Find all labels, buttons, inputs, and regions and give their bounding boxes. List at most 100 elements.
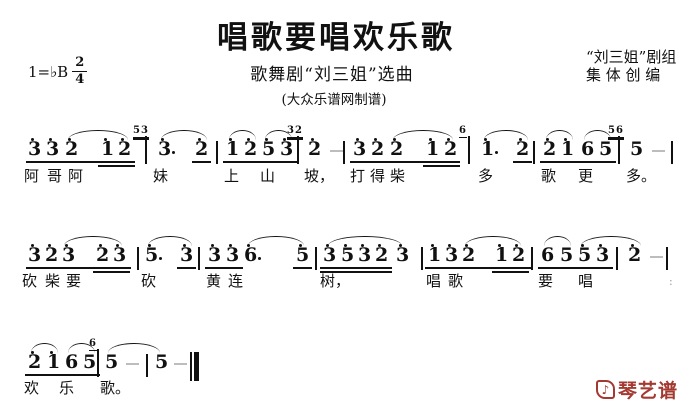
song-title: 唱歌要唱欢乐歌	[217, 20, 455, 56]
note-digit: 2	[543, 138, 557, 160]
note-digit: 5	[560, 244, 574, 266]
barline	[618, 136, 620, 164]
credit-group: “刘三姐”剧组	[586, 48, 677, 66]
barline	[198, 247, 200, 270]
note-digit: 1	[428, 244, 442, 266]
note-digit: 2	[308, 138, 322, 160]
lyric-syllable: 阿	[68, 167, 84, 185]
lyric-syllable: 哥	[47, 167, 63, 185]
duration-dash	[330, 150, 343, 152]
note-digit: 2	[96, 244, 110, 266]
slur-arc	[393, 130, 453, 140]
key-signature: 1=♭B 2 4	[28, 56, 88, 87]
beam-line	[578, 161, 616, 163]
lyric-syllable: 黄	[206, 272, 222, 290]
note-digit: 3	[180, 244, 194, 266]
note-digit: 2	[244, 138, 258, 160]
lyric-syllable: 欢	[24, 379, 40, 397]
note-digit: 3	[280, 138, 294, 160]
note-digit: 2	[628, 244, 642, 266]
beam-line	[423, 165, 460, 167]
beam-line	[177, 267, 196, 269]
beam-line	[538, 267, 576, 269]
slur-arc	[68, 343, 95, 353]
slur-arc	[108, 343, 160, 353]
note-digit: 3	[28, 244, 42, 266]
barline	[671, 141, 673, 164]
beam-line	[98, 165, 135, 167]
note-digit: 5	[296, 244, 310, 266]
beam-line	[425, 267, 462, 269]
note-digit: 3	[28, 138, 42, 160]
note-digit: 3	[62, 244, 76, 266]
beam-line	[293, 267, 312, 269]
barline	[533, 141, 535, 164]
lyric-syllable: 歌	[541, 167, 557, 185]
barline	[531, 247, 533, 270]
note-digit: 2	[65, 138, 79, 160]
slur-arc	[64, 236, 122, 246]
slur-arc	[546, 130, 573, 140]
slur-arc	[581, 236, 641, 246]
duration-dash	[652, 150, 665, 152]
note-digit: 1	[495, 244, 509, 266]
slur-arc	[229, 130, 256, 140]
octave-dot	[356, 138, 359, 141]
note-digit: 1	[101, 138, 115, 160]
lyric-syllable: 砍	[141, 272, 157, 290]
beam-line	[62, 161, 135, 163]
note-digit: 6	[244, 244, 258, 266]
augmentation-dot	[258, 257, 261, 260]
key-text: 1=♭B	[28, 63, 69, 81]
lyric-syllable: 得	[370, 167, 386, 185]
note-digit: 2	[195, 138, 209, 160]
octave-dot	[229, 244, 232, 247]
barline	[97, 349, 99, 377]
note-digit: 3	[323, 244, 337, 266]
note-digit: 3	[445, 244, 459, 266]
beam-line	[25, 374, 63, 376]
duration-dash	[174, 363, 187, 365]
grace-notes: 56	[608, 125, 624, 138]
barline	[468, 136, 470, 164]
note-digit: 2	[45, 244, 59, 266]
note-digit: 5	[341, 244, 355, 266]
octave-dot	[31, 244, 34, 247]
beam-line	[492, 271, 529, 273]
note-digit: 6	[65, 351, 79, 373]
meter-numerator: 2	[72, 56, 88, 72]
note-digit: 3	[596, 244, 610, 266]
note-digit: 3	[208, 244, 222, 266]
meter-denominator: 4	[75, 72, 85, 87]
note-digit: 5	[155, 351, 169, 373]
duration-dash	[650, 256, 663, 258]
lyric-syllable: 乐	[59, 379, 75, 397]
slur-arc	[544, 236, 571, 246]
slur-arc	[31, 343, 58, 353]
credit-authors: 集 体 创 编	[586, 66, 661, 84]
slur-arc	[265, 130, 292, 140]
octave-dot	[431, 244, 434, 247]
lyric-syllable: 要	[66, 272, 82, 290]
slur-arc	[161, 130, 207, 140]
beam-line	[62, 374, 100, 376]
barline	[666, 247, 668, 270]
lyric-syllable: 阿	[24, 167, 40, 185]
slur-arc	[148, 236, 192, 246]
note-digit: 2	[444, 138, 458, 160]
lyric-syllable: 多。	[626, 167, 657, 185]
lyric-syllable: 唱	[578, 272, 594, 290]
duration-dash	[126, 363, 139, 365]
beam-line	[387, 161, 460, 163]
lyric-syllable: 上	[224, 167, 240, 185]
octave-dot	[326, 244, 329, 247]
lyric-syllable: 树，	[320, 272, 351, 290]
barline	[137, 247, 139, 270]
note-digit: 1	[226, 138, 240, 160]
note-digit: 5	[599, 138, 613, 160]
beam-line	[259, 161, 297, 163]
note-digit: 3	[226, 244, 240, 266]
faint-mark: :	[669, 275, 673, 288]
lyric-syllable: 歌。	[100, 379, 131, 397]
